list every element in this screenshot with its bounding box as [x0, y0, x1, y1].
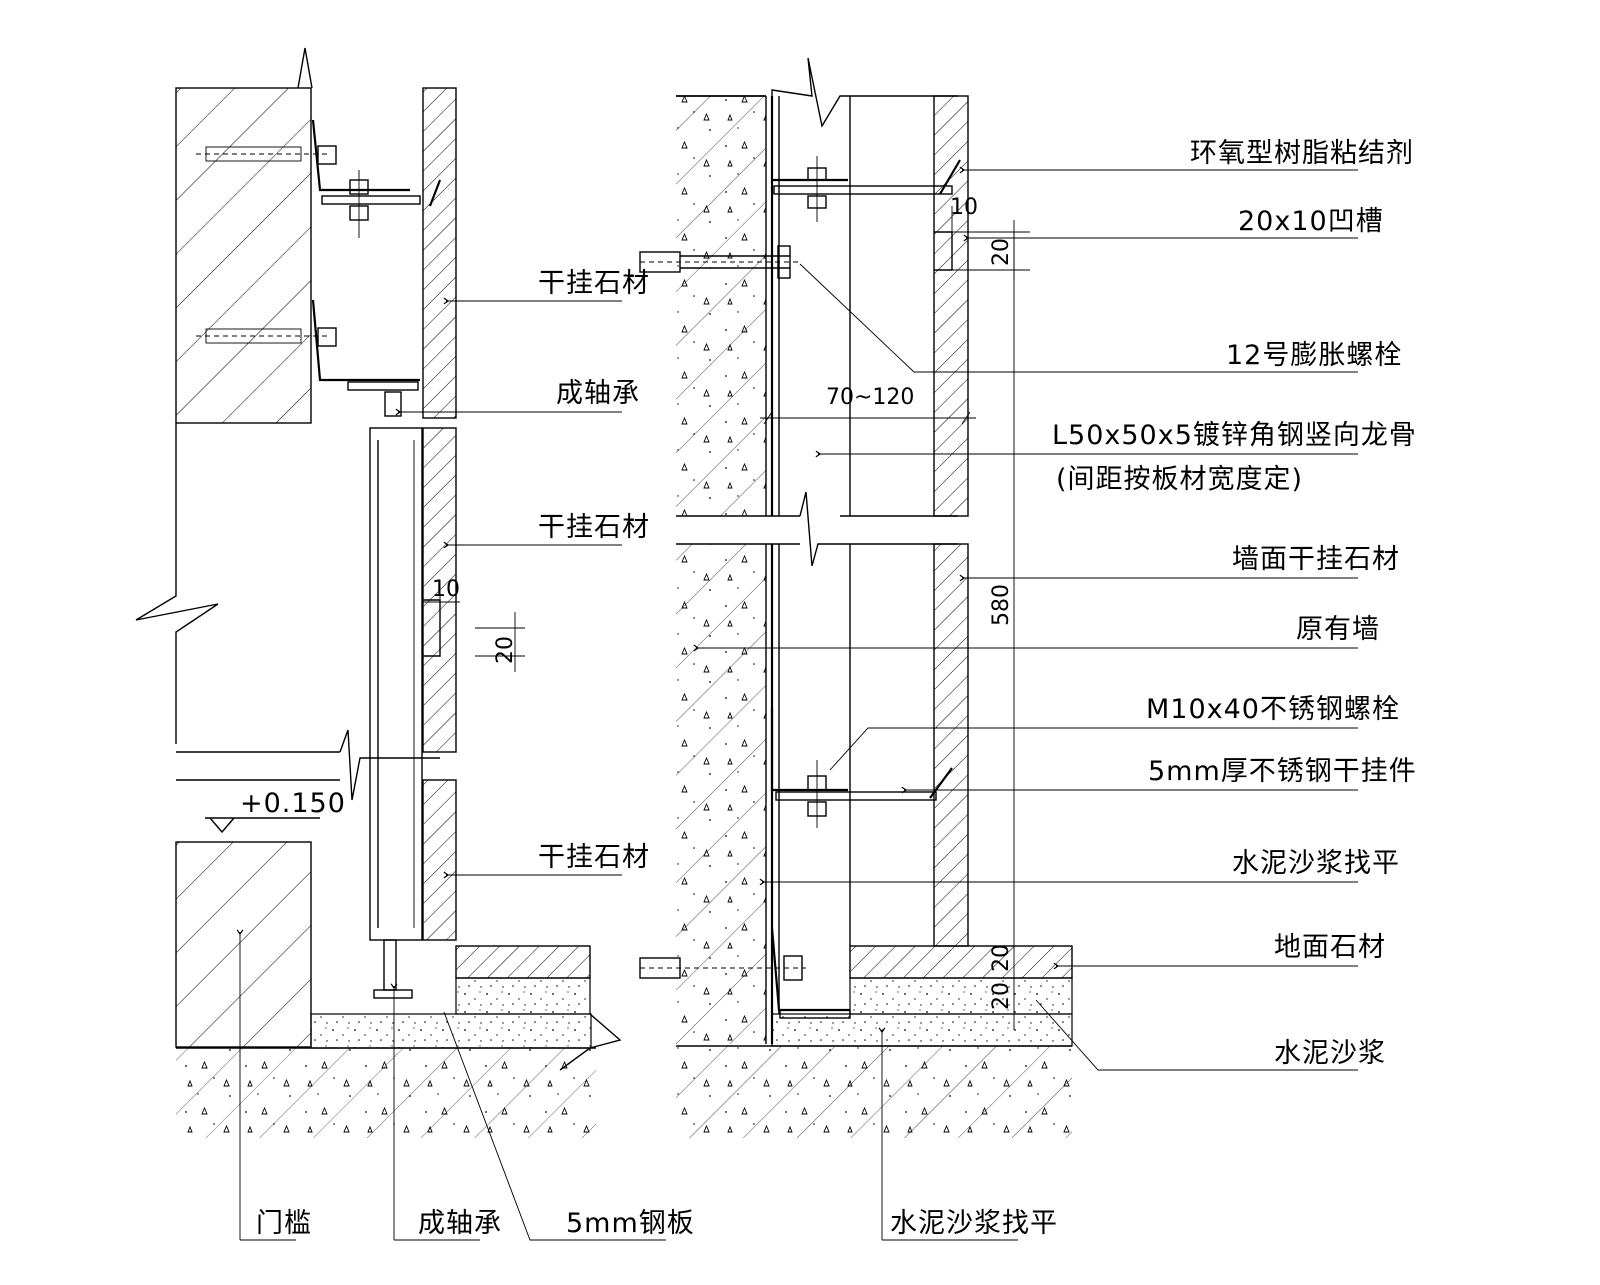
label-ss-bolt: M10x40不锈钢螺栓: [1146, 694, 1400, 725]
left-threshold-block: [175, 841, 312, 1048]
label-bearing-bottom: 成轴承: [418, 1208, 502, 1239]
right-wall-lower: [676, 544, 767, 1044]
label-mortar-level-b: 水泥沙浆找平: [890, 1208, 1058, 1239]
left-upper-anchor-2: [196, 299, 420, 417]
elevation-text: +0.150: [240, 788, 346, 819]
label-groove: 20x10凹槽: [1238, 206, 1384, 237]
label-mortar-level-r: 水泥沙浆找平: [1232, 848, 1400, 879]
label-stone-mid: 干挂石材: [538, 512, 650, 543]
label-epoxy: 环氧型树脂粘结剂: [1190, 138, 1414, 169]
dim-cavity: 70~120: [826, 385, 914, 410]
left-leaders: [236, 297, 666, 1241]
label-ss-hanger: 5mm厚不锈钢干挂件: [1148, 756, 1417, 787]
right-leaders: [693, 166, 1358, 1241]
label-mortar: 水泥沙浆: [1274, 1038, 1386, 1069]
right-floor-layers: [676, 945, 1073, 1138]
label-stone-bottom: 干挂石材: [538, 842, 650, 873]
left-upper-wall: [175, 47, 313, 424]
right-angle-steel: [770, 96, 851, 1044]
left-groove-dimension: 10 20: [423, 577, 525, 672]
label-stone-top: 干挂石材: [538, 268, 650, 299]
label-bearing-mid: 成轴承: [556, 378, 640, 409]
right-top-bracket: [772, 156, 961, 222]
left-groove-h-text: 20: [493, 636, 518, 664]
dim-mortar-t: 20: [989, 982, 1014, 1010]
label-floor-stone: 地面石材: [1274, 932, 1386, 963]
label-existing-wall: 原有墙: [1296, 614, 1380, 645]
right-detail: 70~120 10 20 580 20 20: [639, 57, 1417, 1241]
label-angle-steel: L50x50x5镀锌角钢竖向龙骨: [1052, 420, 1417, 451]
label-steel-plate: 5mm钢板: [566, 1208, 695, 1239]
label-expansion-bolt: 12号膨胀螺栓: [1226, 340, 1402, 371]
dim-right-groove-w: 10: [950, 195, 978, 220]
dim-right-groove-h: 20: [989, 238, 1014, 266]
right-stone-panels: [933, 95, 969, 947]
dim-floor-stone-t: 20: [989, 944, 1014, 972]
left-elevation-mark: +0.150: [205, 788, 346, 834]
left-floor-layers: [176, 945, 622, 1138]
right-dimensions: 70~120 10 20 580 20 20: [760, 195, 1030, 1030]
left-wall-break-line: [135, 423, 219, 744]
left-upper-anchor-1: [196, 119, 442, 238]
right-top-break: [676, 57, 958, 128]
left-detail: +0.150 10 20: [135, 47, 695, 1241]
left-horizontal-break: [176, 729, 440, 801]
dim-panel-h: 580: [989, 584, 1014, 626]
label-threshold: 门槛: [256, 1208, 312, 1239]
left-groove-w-text: 10: [432, 577, 460, 602]
label-wall-stone: 墙面干挂石材: [1232, 544, 1400, 575]
left-door-channel: [369, 427, 423, 999]
right-mid-bracket: [770, 708, 953, 828]
label-angle-steel-note: (间距按板材宽度定): [1056, 464, 1303, 495]
left-stone-panels: [422, 87, 457, 941]
right-wall-upper: [676, 95, 800, 517]
right-expansion-bolt: [639, 245, 800, 279]
